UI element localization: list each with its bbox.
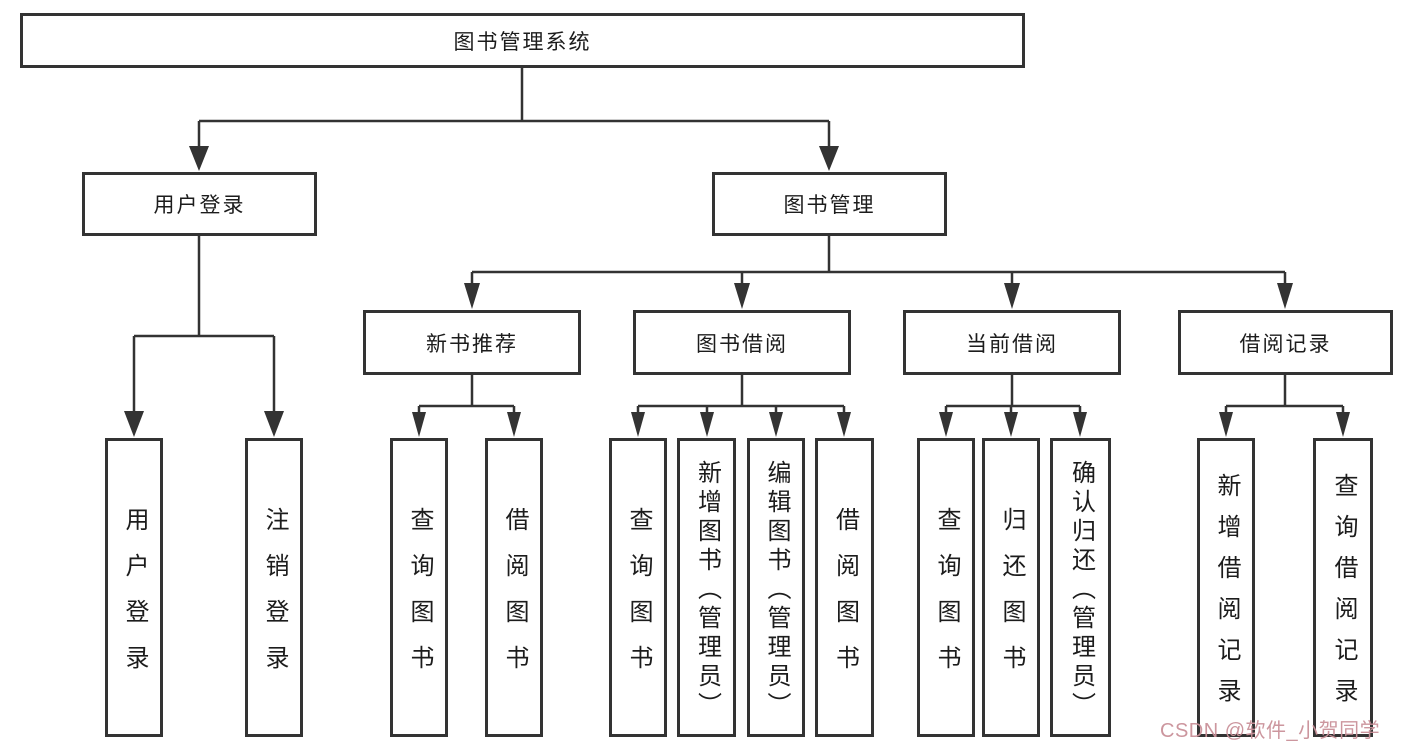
leaf-edit-books-admin: 编辑图书（管理员） — [747, 438, 805, 737]
arrowhead-icon — [939, 412, 953, 437]
leaf-label: 归还图书 — [998, 506, 1025, 691]
leaf-label: 确认归还（管理员） — [1067, 459, 1095, 721]
leaf-confirm-return-admin: 确认归还（管理员） — [1050, 438, 1111, 737]
node-label: 当前借阅 — [966, 332, 1058, 356]
node-library-system: 图书管理系统 — [20, 13, 1025, 68]
arrowhead-icon — [1004, 283, 1020, 309]
leaf-add-books-admin: 新增图书（管理员） — [677, 438, 736, 737]
leaf-query-books-recommend: 查询图书 — [390, 438, 448, 737]
leaf-label: 查询借阅记录 — [1330, 473, 1357, 719]
arrowhead-icon — [264, 411, 284, 437]
connector-book-borrowing-children — [631, 375, 851, 437]
leaf-query-books-borrowing: 查询图书 — [609, 438, 667, 737]
node-new-book-recommendation: 新书推荐 — [363, 310, 581, 375]
leaf-label: 借阅图书 — [501, 506, 528, 691]
leaf-add-borrow-record: 新增借阅记录 — [1197, 438, 1255, 737]
arrowhead-icon — [819, 146, 839, 171]
arrowhead-icon — [837, 412, 851, 437]
arrowhead-icon — [507, 412, 521, 437]
arrowhead-icon — [1004, 412, 1018, 437]
node-borrowing-records: 借阅记录 — [1178, 310, 1393, 375]
node-label: 新书推荐 — [426, 332, 518, 356]
arrowhead-icon — [1277, 283, 1293, 309]
node-book-borrowing: 图书借阅 — [633, 310, 851, 375]
arrowhead-icon — [464, 283, 480, 309]
leaf-query-books-current: 查询图书 — [917, 438, 975, 737]
arrowhead-icon — [631, 412, 645, 437]
leaf-label: 借阅图书 — [831, 506, 859, 691]
leaf-label: 新增图书（管理员） — [693, 459, 721, 721]
connector-root-to-level2 — [189, 68, 839, 171]
node-book-management: 图书管理 — [712, 172, 947, 236]
node-current-borrowing: 当前借阅 — [903, 310, 1121, 375]
connector-new-book-children — [412, 375, 521, 437]
arrowhead-icon — [1336, 412, 1350, 437]
leaf-borrow-books: 借阅图书 — [815, 438, 874, 737]
arrowhead-icon — [1219, 412, 1233, 437]
connector-current-borrowing-children — [939, 375, 1087, 437]
arrowhead-icon — [734, 283, 750, 309]
leaf-query-borrow-record: 查询借阅记录 — [1313, 438, 1373, 737]
node-label: 借阅记录 — [1239, 332, 1332, 356]
arrowhead-icon — [124, 411, 144, 437]
leaf-label: 查询图书 — [406, 506, 433, 691]
leaf-user-login: 用户登录 — [105, 438, 163, 737]
arrowhead-icon — [189, 146, 209, 171]
leaf-label: 编辑图书（管理员） — [763, 459, 790, 721]
leaf-label: 查询图书 — [625, 506, 652, 691]
leaf-label: 注销登录 — [261, 506, 288, 691]
csdn-watermark: CSDN @软件_小贺同学 — [1160, 720, 1381, 742]
leaf-label: 查询图书 — [933, 506, 960, 691]
leaf-label: 用户登录 — [121, 506, 148, 691]
node-label: 图书管理系统 — [453, 30, 592, 54]
arrowhead-icon — [412, 412, 426, 437]
leaf-logout: 注销登录 — [245, 438, 303, 737]
connector-book-management-children — [464, 236, 1293, 309]
connector-user-login-children — [124, 236, 284, 437]
leaf-borrow-books-recommend: 借阅图书 — [485, 438, 543, 737]
node-label: 图书管理 — [783, 194, 876, 217]
arrowhead-icon — [700, 412, 714, 437]
arrowhead-icon — [769, 412, 783, 437]
arrowhead-icon — [1073, 412, 1087, 437]
node-label: 图书借阅 — [696, 332, 788, 356]
leaf-return-books: 归还图书 — [982, 438, 1040, 737]
node-label: 用户登录 — [153, 194, 246, 217]
connector-borrowing-records-children — [1219, 375, 1350, 437]
node-user-login: 用户登录 — [82, 172, 317, 236]
leaf-label: 新增借阅记录 — [1213, 473, 1240, 719]
